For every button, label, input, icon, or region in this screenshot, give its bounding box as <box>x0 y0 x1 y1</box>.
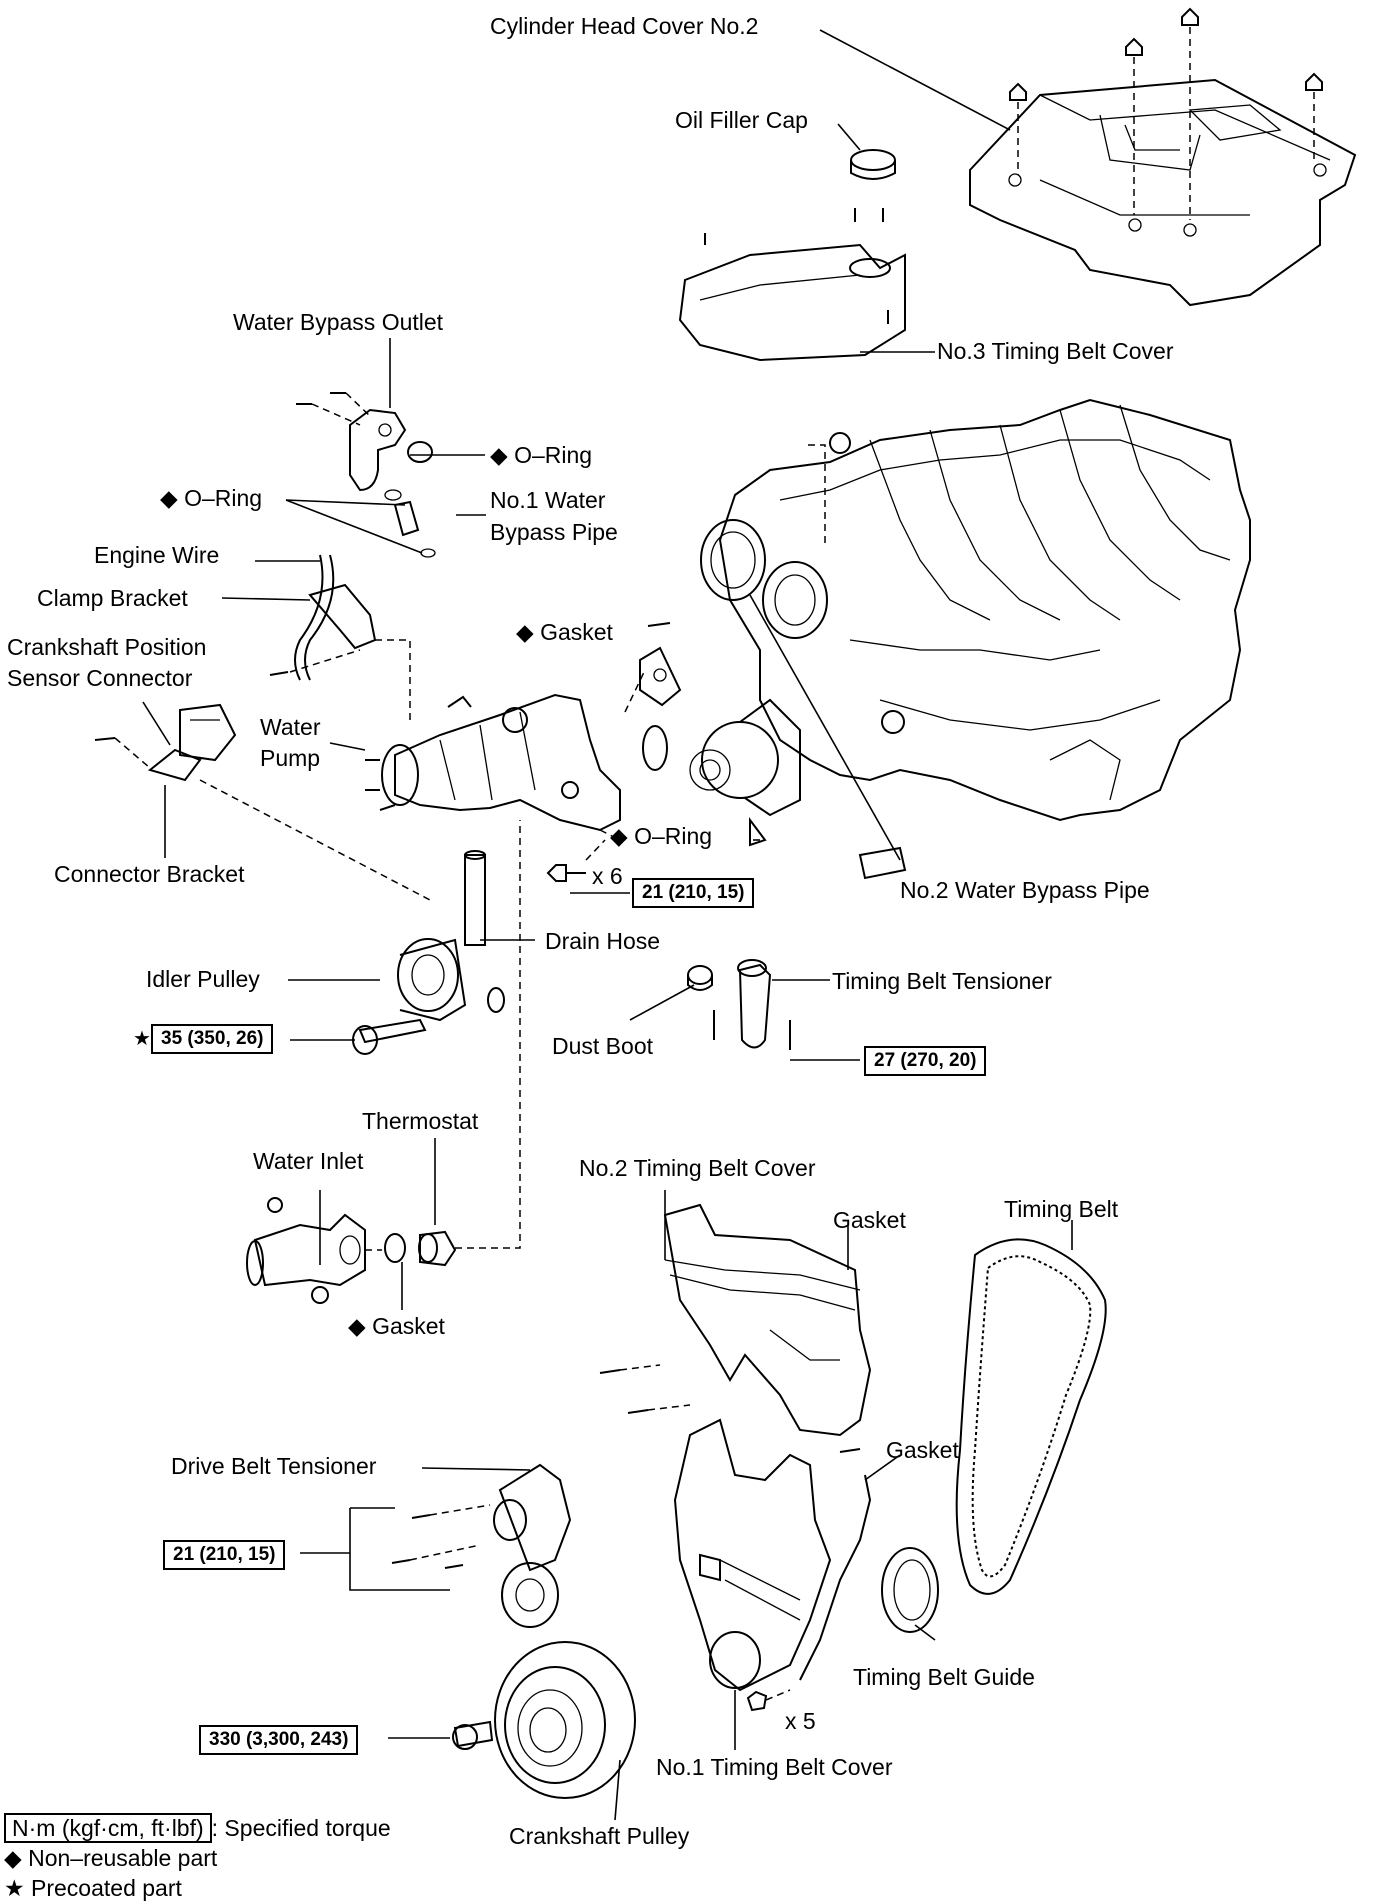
label-crankshaft-pulley: Crankshaft Pulley <box>509 1823 690 1849</box>
label-gasket-top: ◆ Gasket <box>516 619 613 645</box>
label-connector-bracket: Connector Bracket <box>54 861 245 887</box>
label-o-ring-pump: ◆ O–Ring <box>610 823 713 849</box>
water-bypass-outlet <box>296 392 436 558</box>
label-no1-water-bypass-pipe-2: Bypass Pipe <box>490 519 618 545</box>
legend: N·m (kgf·cm, ft·lbf): Specified torque ◆… <box>4 1813 391 1903</box>
label-timing-belt-guide: Timing Belt Guide <box>853 1664 1035 1690</box>
label-gasket-no2-cover: Gasket <box>833 1207 906 1233</box>
label-idler-pulley: Idler Pulley <box>146 966 260 992</box>
label-o-ring-left: ◆ O–Ring <box>160 485 263 511</box>
label-no2-water-bypass-pipe: No.2 Water Bypass Pipe <box>900 877 1150 903</box>
label-crankshaft-sensor-1: Crankshaft Position <box>7 634 207 660</box>
label-drive-belt-tensioner: Drive Belt Tensioner <box>171 1453 377 1479</box>
label-water-pump-1: Water <box>260 714 321 740</box>
precoat-star: ★ <box>133 1028 151 1050</box>
legend-non-reusable: ◆ Non–reusable part <box>4 1845 218 1871</box>
label-timing-belt: Timing Belt <box>1004 1196 1119 1222</box>
no2-water-bypass-pipe <box>689 698 801 847</box>
label-drain-hose: Drain Hose <box>545 928 661 954</box>
cover-nuts <box>1009 7 1323 220</box>
no1-timing-belt-cover <box>673 1418 872 1712</box>
torque-crankshaft-pulley: 330 (3,300, 243) <box>199 1725 359 1755</box>
label-cylinder-head-cover: Cylinder Head Cover No.2 <box>490 13 759 39</box>
label-gasket-no1-cover: Gasket <box>886 1437 959 1463</box>
label-water-bypass-outlet: Water Bypass Outlet <box>233 309 444 335</box>
timing-belt <box>955 1238 1107 1595</box>
torque-drive-belt-tensioner: 21 (210, 15) <box>163 1540 286 1570</box>
label-clamp-bracket: Clamp Bracket <box>37 585 188 611</box>
legend-precoated: ★ Precoated part <box>4 1875 182 1901</box>
no2-timing-belt-cover <box>599 1203 872 1437</box>
pump-gasket <box>624 622 682 771</box>
legend-torque-text: : Specified torque <box>211 1815 391 1841</box>
legend-torque: N·m (kgf·cm, ft·lbf): Specified torque <box>4 1813 391 1843</box>
water-pump <box>365 693 621 841</box>
label-x5: x 5 <box>785 1708 816 1734</box>
label-no2-timing-belt-cover: No.2 Timing Belt Cover <box>579 1155 816 1181</box>
cylinder-head-cover <box>969 78 1357 307</box>
label-gasket-inlet: ◆ Gasket <box>348 1313 445 1339</box>
label-crankshaft-sensor-2: Sensor Connector <box>7 665 193 691</box>
torque-idler-pulley: 35 (350, 26) <box>151 1024 274 1054</box>
pump-bolts <box>546 839 606 882</box>
label-no1-water-bypass-pipe: No.1 Water <box>490 487 606 513</box>
label-water-inlet: Water Inlet <box>253 1148 364 1174</box>
crankshaft-pulley <box>452 1641 636 1799</box>
label-oil-filler-cap: Oil Filler Cap <box>675 107 808 133</box>
label-x6: x 6 <box>592 863 623 889</box>
timing-belt-guide <box>881 1547 939 1633</box>
label-no3-timing-belt-cover: No.3 Timing Belt Cover <box>937 338 1174 364</box>
no3-timing-belt-cover <box>678 208 906 362</box>
torque-timing-belt-tensioner: 27 (270, 20) <box>864 1046 987 1076</box>
torque-pump-bolts: 21 (210, 15) <box>632 878 755 908</box>
label-water-pump-2: Pump <box>260 745 321 771</box>
leader-lines <box>142 29 1073 1821</box>
label-o-ring-right: ◆ O–Ring <box>490 442 593 468</box>
oil-filler-cap <box>850 149 896 180</box>
crankshaft-sensor-connector <box>94 703 431 901</box>
label-timing-belt-tensioner: Timing Belt Tensioner <box>832 968 1052 994</box>
label-engine-wire: Engine Wire <box>94 542 220 568</box>
label-no1-timing-belt-cover: No.1 Timing Belt Cover <box>656 1754 893 1780</box>
legend-torque-box: N·m (kgf·cm, ft·lbf) <box>4 1813 212 1843</box>
engine-block <box>700 398 1251 880</box>
water-inlet <box>246 820 521 1304</box>
timing-belt-tensioner <box>687 959 791 1050</box>
label-dust-boot: Dust Boot <box>552 1033 653 1059</box>
drive-belt-tensioner <box>391 1463 572 1628</box>
idler-pulley <box>352 938 505 1055</box>
label-thermostat: Thermostat <box>362 1108 479 1134</box>
drain-hose <box>464 850 486 946</box>
clamp-bracket <box>269 554 411 720</box>
